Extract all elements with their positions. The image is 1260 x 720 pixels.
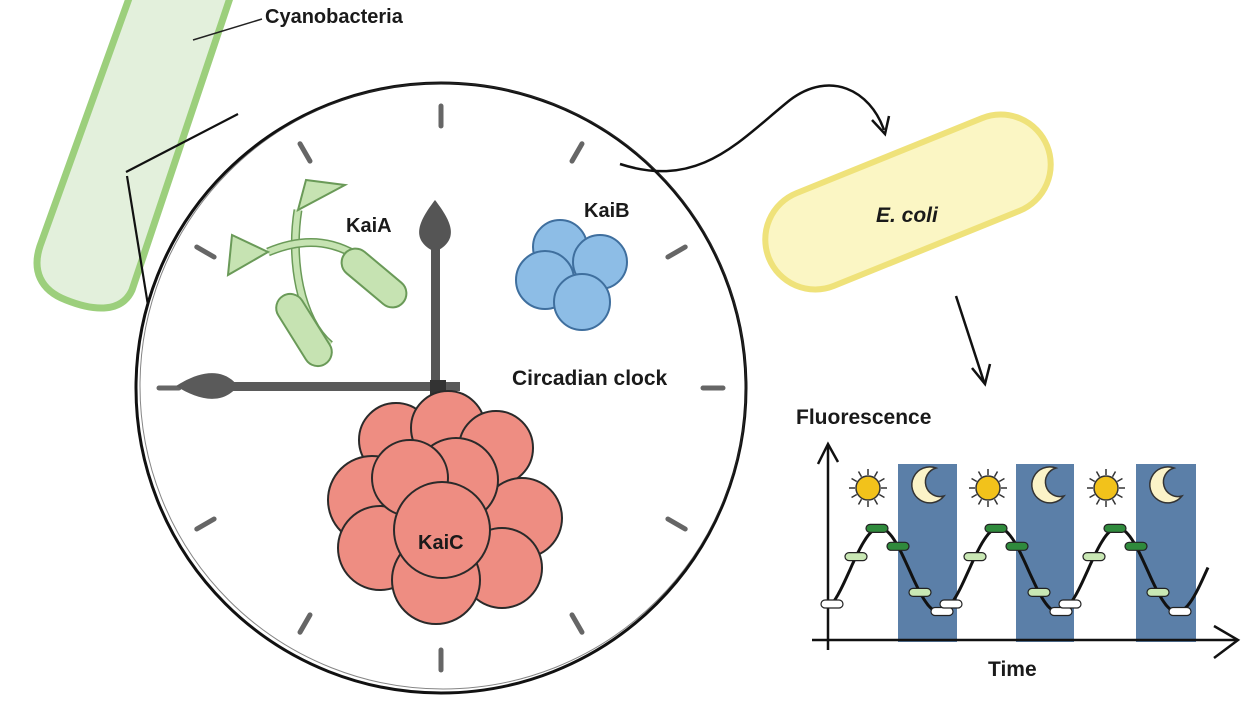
clock-tick	[569, 612, 585, 635]
cyanobacteria-leader-line	[192, 18, 263, 41]
measure-arrowhead	[971, 363, 992, 387]
clock-tick	[665, 244, 688, 260]
circadian-clock-label: Circadian clock	[512, 367, 668, 390]
clock-tick	[569, 141, 585, 164]
curve-marker	[1103, 523, 1127, 533]
curve-marker	[1058, 599, 1082, 609]
curve-marker	[1124, 541, 1148, 551]
ecoli-label: E. coli	[876, 204, 938, 227]
kaiB-label: KaiB	[584, 200, 630, 222]
curve-marker	[963, 552, 987, 562]
kaiB-protein	[515, 219, 628, 331]
sun-icon	[849, 469, 887, 507]
sun-icon	[969, 469, 1007, 507]
moon-icon	[911, 466, 947, 504]
curve-marker	[886, 541, 910, 551]
fluorescence-axis-label: Fluorescence	[796, 406, 932, 429]
kaiA-label: KaiA	[346, 215, 392, 237]
clock-tick	[297, 141, 313, 164]
clock-tick	[194, 244, 217, 260]
curve-marker	[1168, 606, 1192, 617]
moon-icon	[1149, 466, 1185, 504]
cyanobacteria-label: Cyanobacteria	[265, 6, 403, 28]
kaiC-protein	[327, 390, 563, 625]
curve-marker	[865, 523, 889, 533]
curve-marker	[1027, 587, 1051, 597]
fluorescence-curve	[830, 526, 1210, 614]
moon-icon	[1031, 466, 1067, 504]
cyanobacteria-cell	[33, 0, 233, 312]
curve-marker	[1082, 552, 1106, 562]
sun-icon	[1087, 469, 1125, 507]
fluorescence-plot	[812, 441, 1241, 659]
curve-marker	[939, 599, 963, 609]
clock-ticks	[156, 103, 726, 673]
curve-marker	[908, 587, 932, 597]
curve-marker	[1005, 541, 1029, 551]
transfer-arrow	[619, 84, 886, 173]
clock-tick	[297, 612, 313, 635]
curve-marker	[1146, 587, 1170, 597]
clock-tick	[665, 516, 688, 532]
x-axis-arrowhead	[1213, 624, 1241, 659]
clock-tick	[194, 516, 217, 532]
measure-arrow	[954, 295, 986, 383]
y-axis-arrowhead	[816, 441, 840, 465]
transfer-arrowhead	[871, 115, 891, 137]
time-axis-label: Time	[988, 658, 1037, 681]
curve-marker	[820, 599, 844, 609]
ecoli-cell	[762, 111, 1054, 293]
curve-marker	[844, 552, 868, 562]
kaiC-label: KaiC	[418, 532, 464, 554]
kaiA-protein	[226, 178, 408, 368]
curve-marker	[984, 523, 1008, 533]
